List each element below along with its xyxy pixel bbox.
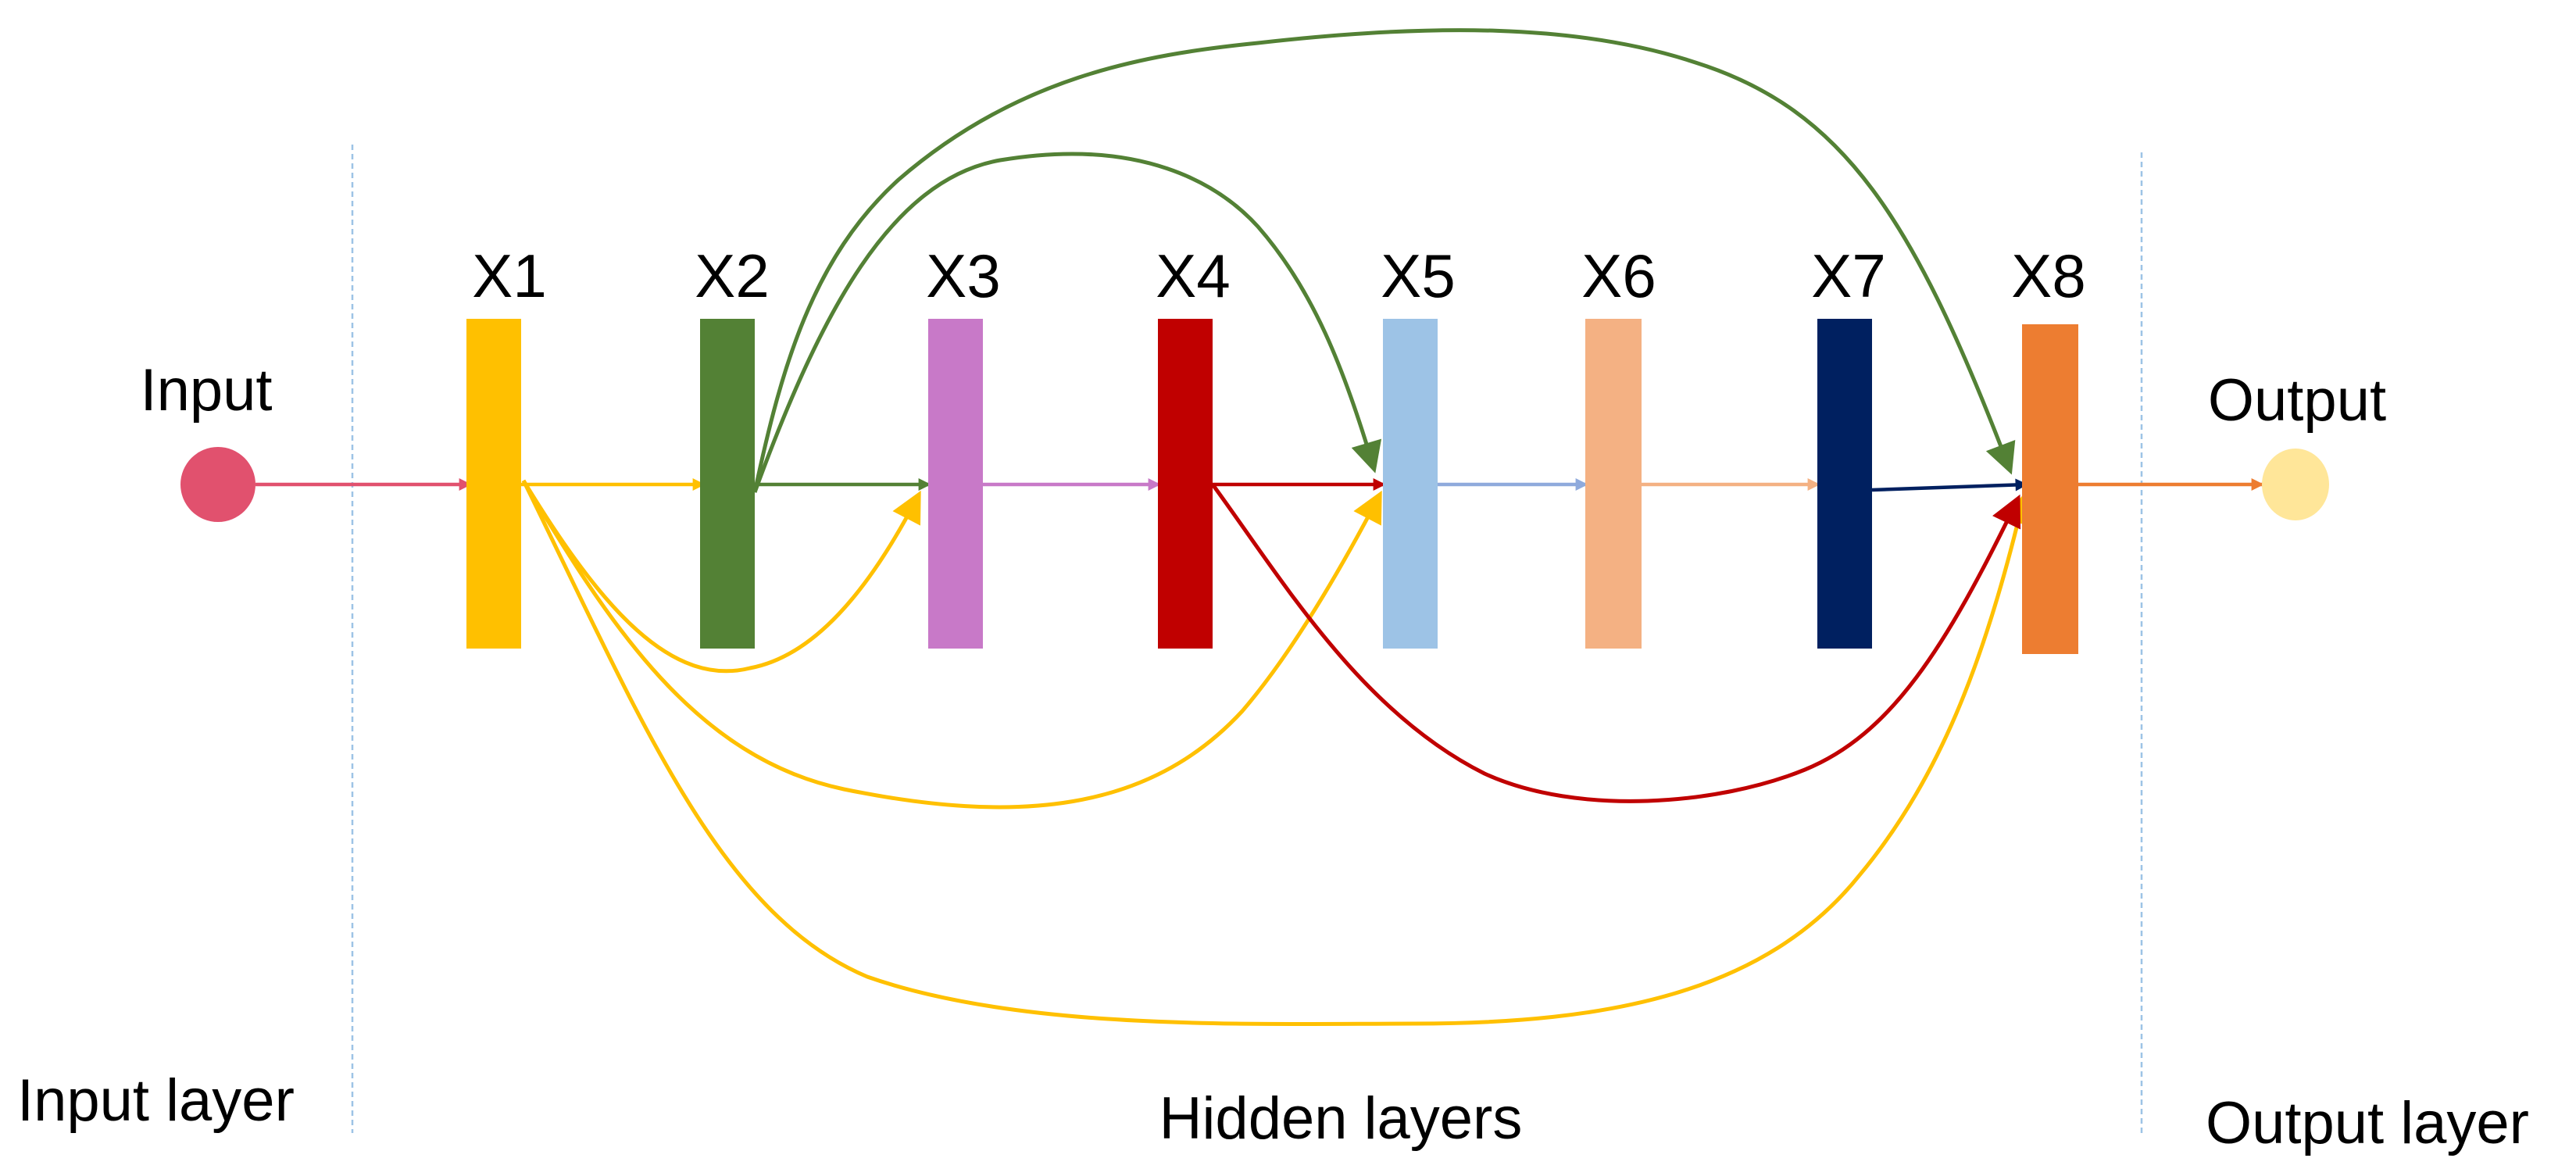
hidden-layer-nodes — [466, 319, 2078, 654]
hidden-node-label-x6: X6 — [1581, 241, 1656, 310]
hidden-node-label-x4: X4 — [1156, 241, 1230, 310]
skip-edge-x1-to-x5 — [521, 479, 1382, 810]
skip-edge-x2-to-x5 — [752, 152, 1382, 493]
output-node — [2262, 449, 2329, 520]
hidden-node-x8 — [2022, 324, 2078, 654]
hidden-node-x1 — [466, 319, 521, 649]
skip-edge-x4-to-x8 — [1210, 483, 2021, 803]
hidden-node-x6 — [1585, 319, 1642, 649]
sequential-connections — [255, 478, 2264, 492]
hidden-node-x7 — [1817, 319, 1872, 649]
output-layer-label: Output layer — [2206, 1090, 2529, 1156]
hidden-node-label-x1: X1 — [472, 241, 546, 310]
edge-x7-to-x8 — [1871, 478, 2028, 492]
skip-connections — [521, 28, 2034, 1026]
hidden-layers-label: Hidden layers — [1159, 1085, 1523, 1152]
output-label: Output — [2208, 367, 2386, 434]
hidden-node-x3 — [928, 319, 983, 649]
skip-edge-x2-to-x8 — [752, 28, 2016, 493]
input-label: Input — [140, 357, 272, 424]
hidden-node-label-x5: X5 — [1381, 241, 1455, 310]
hidden-node-label-x3: X3 — [926, 241, 1000, 310]
hidden-node-x4 — [1158, 319, 1213, 649]
hidden-node-x5 — [1383, 319, 1438, 649]
hidden-node-label-x8: X8 — [2011, 241, 2085, 310]
input-layer-label: Input layer — [17, 1067, 295, 1134]
hidden-node-label-x2: X2 — [695, 241, 769, 310]
hidden-node-label-x7: X7 — [1811, 241, 1885, 310]
input-node — [180, 447, 255, 522]
hidden-node-x2 — [700, 319, 755, 649]
skip-edge-x1-to-x3 — [521, 479, 921, 674]
skip-edge-x1-to-x8 — [521, 479, 2034, 1026]
